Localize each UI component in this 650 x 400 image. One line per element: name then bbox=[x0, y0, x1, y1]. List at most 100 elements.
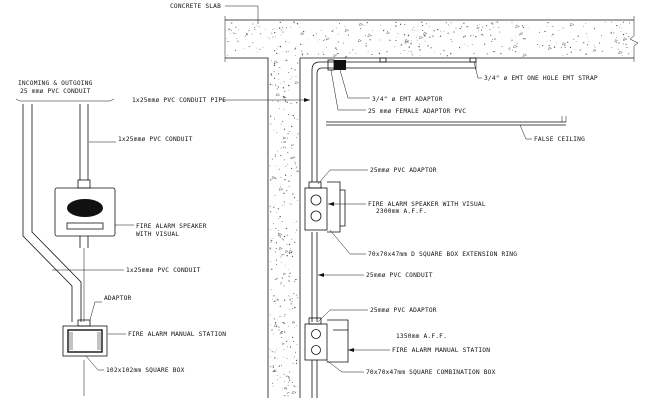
hatch-dot bbox=[440, 30, 442, 32]
hatch-dot bbox=[279, 233, 280, 235]
hatch-dot bbox=[270, 211, 272, 213]
hatch-dot bbox=[482, 35, 484, 36]
aggregate-mark bbox=[404, 40, 410, 44]
lower-adaptor-label: 25mmø PVC ADAPTOR bbox=[370, 307, 437, 314]
hatch-dot bbox=[378, 52, 381, 55]
hatch-dot bbox=[574, 49, 576, 50]
hatch-dot bbox=[290, 248, 291, 249]
hatch-dot bbox=[546, 22, 548, 24]
hatch-dot bbox=[275, 326, 278, 328]
hatch-dot bbox=[323, 39, 325, 42]
hatch-dot bbox=[271, 158, 273, 160]
aggregate-mark bbox=[288, 249, 294, 254]
emt-adaptor-label: 3/4" ø EMT ADAPTOR bbox=[372, 96, 443, 103]
speaker-knockout-1 bbox=[310, 194, 322, 206]
hatch-dot bbox=[337, 52, 339, 55]
left-speaker-grille-icon bbox=[67, 199, 103, 217]
hatch-dot bbox=[347, 34, 349, 36]
hatch-dot bbox=[604, 21, 606, 23]
hatch-dot bbox=[379, 24, 381, 26]
hatch-dot bbox=[274, 300, 276, 302]
hatch-dot bbox=[611, 47, 613, 49]
hatch-dot bbox=[413, 26, 415, 28]
hatch-dot bbox=[332, 29, 334, 31]
hatch-dot bbox=[286, 358, 288, 360]
hatch-dot bbox=[274, 322, 276, 324]
hatch-dot bbox=[522, 26, 525, 29]
hatch-dot bbox=[439, 35, 442, 37]
hatch-dot bbox=[281, 141, 283, 143]
hatch-dot bbox=[610, 32, 612, 34]
hatch-dot bbox=[434, 52, 435, 54]
wall-conduit-pipe bbox=[311, 70, 318, 398]
hatch-dot bbox=[371, 54, 373, 56]
hatch-dot bbox=[284, 179, 286, 181]
incoming-conduit-label-1: INCOMING & OUTGOING bbox=[18, 80, 93, 87]
hatch-dot bbox=[276, 88, 278, 90]
left-speaker-strobe bbox=[66, 222, 104, 230]
hatch-dot bbox=[283, 253, 285, 255]
hatch-dot bbox=[294, 162, 296, 164]
left-square-box-leader bbox=[85, 355, 104, 371]
hatch-dot bbox=[459, 47, 461, 49]
right-manual-station-label: FIRE ALARM MANUAL STATION bbox=[392, 347, 490, 354]
aggregate-mark bbox=[562, 42, 567, 46]
hatch-dot bbox=[284, 91, 286, 93]
hatch-dot bbox=[325, 35, 327, 37]
hatch-dot bbox=[521, 25, 524, 27]
hatch-dot bbox=[291, 304, 292, 305]
hatch-dot bbox=[396, 36, 397, 38]
hatch-dot bbox=[288, 280, 290, 282]
hatch-dot bbox=[588, 40, 590, 42]
hatch-dot bbox=[295, 359, 298, 362]
left-elevation: INCOMING & OUTGOING 25 mmø PVC CONDUIT 1… bbox=[15, 80, 226, 396]
hatch-dot bbox=[278, 326, 280, 328]
hatch-dot bbox=[521, 31, 523, 33]
hatch-dot bbox=[285, 51, 287, 53]
hatch-dot bbox=[282, 120, 284, 122]
center-conduit bbox=[79, 104, 89, 248]
hatch-dot bbox=[233, 33, 235, 35]
hatch-dot bbox=[566, 53, 568, 55]
hatch-dot bbox=[599, 42, 601, 44]
hatch-dot bbox=[281, 254, 283, 256]
hatch-dot bbox=[547, 22, 549, 23]
hatch-dot bbox=[296, 344, 298, 345]
aggregate-mark bbox=[325, 38, 329, 41]
hatch-dot bbox=[286, 101, 288, 103]
station-knockout-1 bbox=[311, 329, 321, 339]
aggregate-mark bbox=[290, 156, 294, 160]
hatch-dot bbox=[291, 147, 293, 149]
hatch-dot bbox=[455, 27, 457, 29]
hatch-dot bbox=[287, 152, 289, 154]
hatch-dot bbox=[291, 354, 293, 356]
hatch-dot bbox=[277, 379, 279, 381]
hatch-dot bbox=[285, 166, 287, 167]
hatch-dot bbox=[601, 35, 602, 37]
aggregate-mark bbox=[272, 369, 277, 373]
left-adaptor-body bbox=[77, 319, 91, 327]
hatch-dot bbox=[286, 255, 288, 257]
hatch-dot bbox=[283, 108, 285, 110]
hatch-dot bbox=[270, 289, 272, 291]
hatch-dot bbox=[439, 53, 441, 55]
hatch-dot bbox=[289, 131, 290, 133]
hatch-dot bbox=[355, 52, 357, 54]
hatch-dot bbox=[418, 46, 420, 48]
hatch-dot bbox=[293, 356, 295, 358]
hatch-dot bbox=[486, 53, 488, 55]
hatch-dot bbox=[279, 45, 282, 48]
hatch-dot bbox=[276, 132, 278, 133]
hatch-dot bbox=[294, 163, 296, 165]
hatch-dot bbox=[287, 395, 289, 397]
hatch-dot bbox=[274, 357, 276, 359]
hatch-dot bbox=[285, 147, 287, 149]
hatch-dot bbox=[269, 260, 271, 262]
hatch-dot bbox=[276, 165, 277, 167]
manual-station-device bbox=[327, 319, 349, 363]
aggregate-mark bbox=[283, 386, 288, 390]
hatch-dot bbox=[538, 31, 540, 33]
hatch-dot bbox=[270, 241, 272, 243]
hatch-dot bbox=[601, 50, 603, 52]
hatch-dot bbox=[286, 375, 288, 377]
